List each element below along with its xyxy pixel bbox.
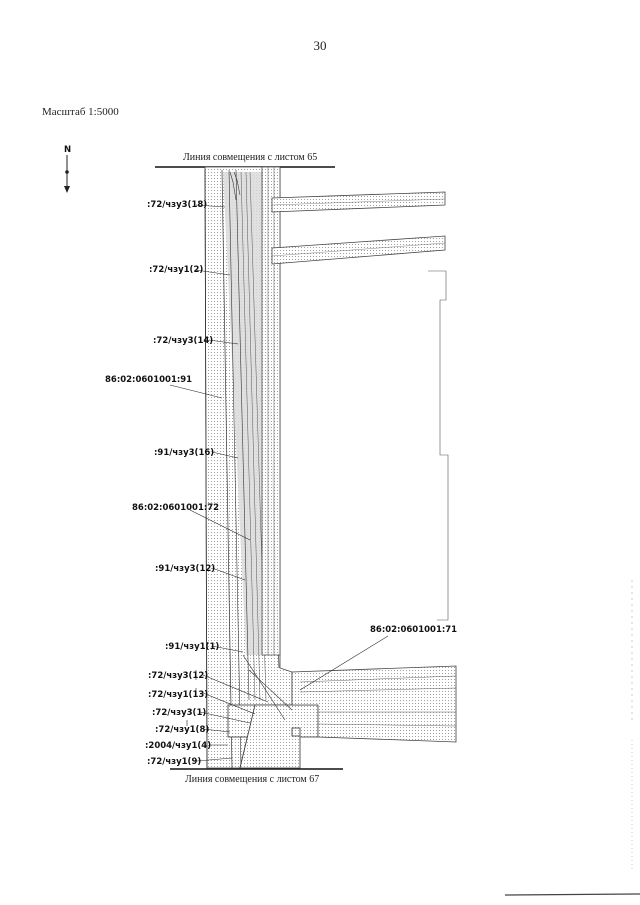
label-72-chzu3-12: :72/чзу3(12) [148,671,208,681]
match-line-bottom-label: Линия совмещения с листом 67 [185,774,319,785]
branch-strip-top [271,191,446,213]
north-arrow-letter: N [64,145,71,155]
parcel-boundary-right [428,270,449,621]
label-72-chzu3-18: :72/чзу3(18) [147,200,207,210]
label-86-02-0601001-91: 86:02:0601001:91 [105,375,192,385]
label-72-chzu1-8: :72/чзу1(8) [155,725,209,735]
page-number: 30 [313,38,327,53]
leader-lines [169,204,389,762]
north-arrow-icon: N [64,145,71,193]
label-72-chzu3-14: :72/чзу3(14) [153,336,213,346]
road-corridor [204,166,319,769]
match-line-top-label: Линия совмещения с листом 65 [183,152,317,163]
label-2004-chzu1-4: :2004/чзу1(4) [145,741,211,751]
label-91-chzu3-16: :91/чзу3(16) [154,448,214,458]
label-91-chzu3-12: :91/чзу3(12) [155,564,215,574]
label-86-02-0601001-72: 86:02:0601001:72 [132,503,219,513]
branch-strip-bottom [291,665,457,743]
label-86-02-0601001-71: 86:02:0601001:71 [370,625,457,635]
label-91-chzu1-1: :91/чзу1(1) [165,642,219,652]
scan-bottom-edge [504,893,640,896]
label-72-chzu3-1: :72/чзу3(1) [152,708,206,718]
label-72-chzu1-13: :72/чзу1(13) [148,690,208,700]
branch-strip-middle [271,235,446,265]
label-72-chzu1-9: :72/чзу1(9) [147,757,201,767]
scale-label: Масштаб 1:5000 [42,106,119,118]
label-72-chzu1-2: :72/чзу1(2) [149,265,203,275]
